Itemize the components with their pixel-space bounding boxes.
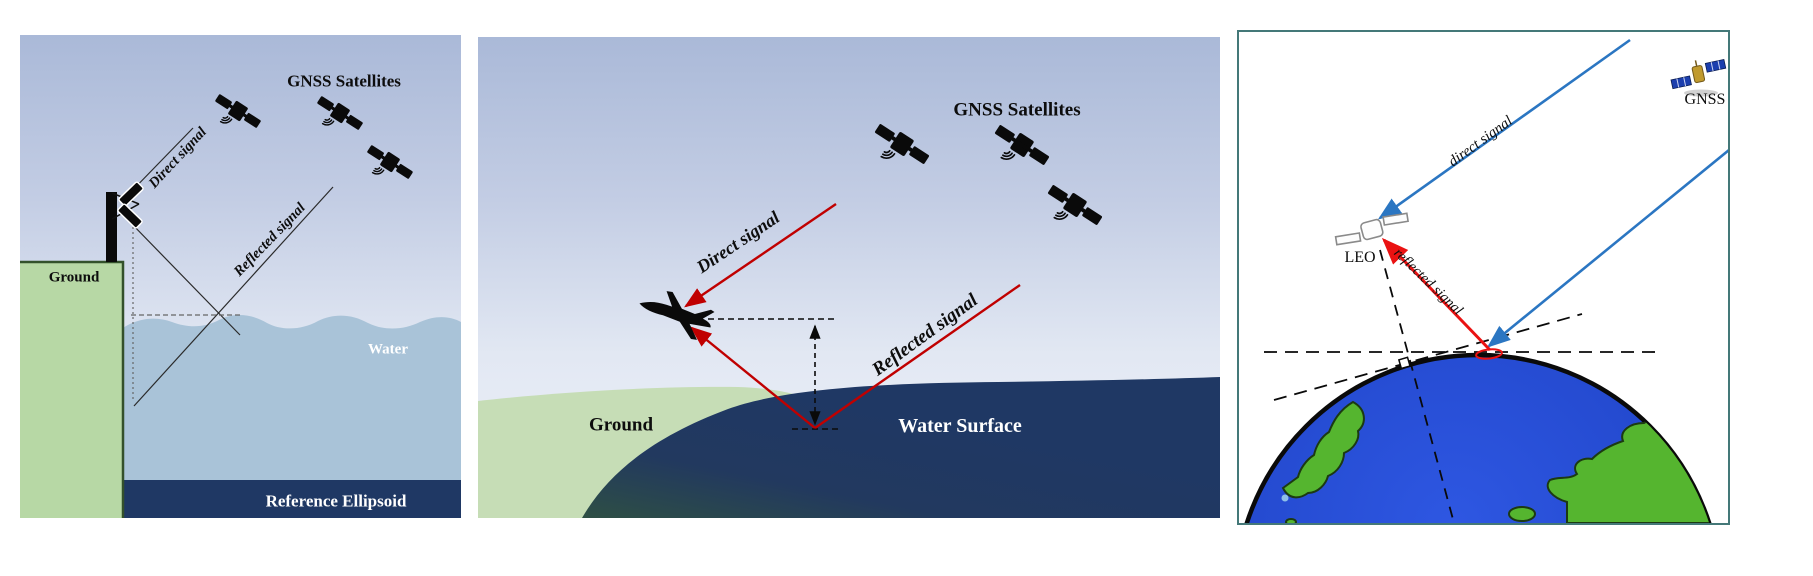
ground-block [20,260,125,518]
receiver-pole [106,192,117,262]
reflected-signal-ray-up [690,326,816,429]
reflected-signal-line [133,186,334,407]
spaceborne-diagram [1244,38,1728,523]
small-island [1508,506,1536,522]
down-antenna-icon [117,203,143,229]
up-antenna-icon [118,181,144,207]
earth-globe [1244,352,1718,523]
water-dome [582,377,1220,518]
specular-point-ellipse [1475,348,1503,360]
geometry-dashed-lines [1264,249,1657,523]
islet-1 [1285,518,1297,523]
panel-airborne: GNSS Satellites Direct signal Reflected … [478,37,1220,518]
limb-tangent-dashed [1273,313,1583,401]
reflected-to-antenna-line [129,221,241,336]
lake-dot [1281,494,1289,502]
incoming-signal-ray [1486,149,1728,348]
leo-satellite-icon [1334,212,1409,246]
panel2-ground-label: Ground [588,414,654,436]
airplane-icon [639,291,715,340]
satellite-icon-3 [358,141,416,192]
panel1-water-label: Water [368,341,408,358]
direct-signal-ray [684,203,837,308]
right-angle-marker [1397,356,1411,370]
panel1-ellipsoid-label: Reference Ellipsoid [265,491,407,511]
panel1-ground-label: Ground [48,269,100,286]
nadir-dashed [1379,249,1455,523]
panel-spaceborne: GNSS LEO direct signal reflected signal [1237,30,1730,525]
reference-ellipsoid-band [123,480,461,518]
panel3-gnss-label: GNSS [1684,91,1726,108]
satellite-icon-3 [1037,180,1106,241]
satellite-icon-1 [864,119,933,180]
direct-signal-ray [1377,38,1631,220]
ground-based-diagram [20,90,461,518]
satellite-icon-2 [984,120,1053,181]
airborne-diagram [478,119,1220,518]
continent-left [1281,400,1365,499]
panel-ground-based: GNSS Satellites Direct signal Reflected … [20,35,461,518]
satellite-icon-2 [308,92,366,143]
water-body [123,314,461,480]
panel1-title: GNSS Satellites [287,71,401,91]
altitude-geometry [708,318,838,430]
panel2-water-surface-label: Water Surface [898,415,1022,437]
gnss-satellite-clipart [1670,58,1727,97]
reflected-signal-ray-in [814,284,1021,429]
reflected-signal-ray [1381,237,1492,352]
satellite-icon-1 [206,90,264,141]
signal-rays [684,203,1021,429]
panel3-leo-label: LEO [1344,249,1376,266]
panel2-title: GNSS Satellites [953,99,1081,121]
